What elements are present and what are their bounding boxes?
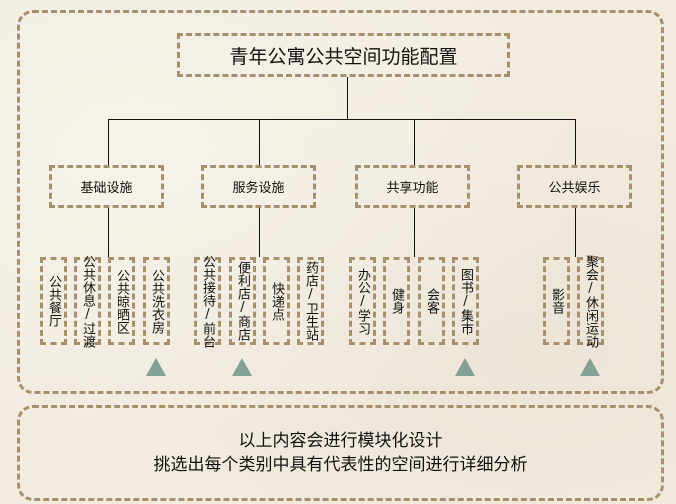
connector-leaf-1 bbox=[108, 207, 109, 257]
category-node-basic: 基础设施 bbox=[49, 165, 164, 208]
leaf-label: 公共餐厅 bbox=[46, 275, 61, 327]
leaf-node: 公共接待/前台 bbox=[194, 254, 221, 348]
category-label: 公共娱乐 bbox=[548, 181, 601, 196]
leaf-node: 快递点 bbox=[263, 257, 290, 345]
leaf-node: 药店/卫生站 bbox=[297, 257, 324, 345]
leaf-label: 健身 bbox=[389, 288, 404, 314]
category-label: 共享功能 bbox=[386, 181, 439, 196]
leaf-label: 快递点 bbox=[269, 281, 284, 321]
leaf-label: 公共休息/过渡 bbox=[80, 254, 95, 348]
leaf-label: 公共洗衣房 bbox=[149, 268, 164, 334]
leaf-label: 便利店/商店 bbox=[235, 261, 250, 341]
diagram-frame bbox=[17, 10, 664, 394]
leaf-node: 公共洗衣房 bbox=[143, 257, 170, 345]
leaf-node: 会客 bbox=[418, 257, 445, 345]
leaf-label: 公共晾晒区 bbox=[114, 268, 129, 334]
leaf-node: 影音 bbox=[543, 257, 570, 345]
leaf-node: 公共餐厅 bbox=[40, 257, 67, 345]
note-line-2: 挑选出每个类别中具有代表性的空间进行详细分析 bbox=[153, 455, 528, 475]
connector-leaf-2 bbox=[259, 207, 260, 257]
category-label: 基础设施 bbox=[80, 181, 133, 196]
connector-cat-3 bbox=[414, 119, 415, 166]
leaf-label: 药店/卫生站 bbox=[303, 261, 318, 341]
leaf-node: 图书/集市 bbox=[452, 257, 479, 345]
category-node-entertainment: 公共娱乐 bbox=[517, 165, 632, 208]
leaf-label: 公共接待/前台 bbox=[200, 254, 215, 348]
leaf-label: 会客 bbox=[424, 288, 439, 314]
note: 以上内容会进行模块化设计 挑选出每个类别中具有代表性的空间进行详细分析 bbox=[17, 405, 664, 501]
leaf-node: 办公/学习 bbox=[349, 257, 376, 345]
leaf-label: 影音 bbox=[549, 288, 564, 314]
leaf-node: 公共休息/过渡 bbox=[74, 254, 101, 348]
connector-root-down bbox=[347, 77, 348, 119]
triangle-marker-icon bbox=[232, 358, 252, 376]
connector-leaf-3 bbox=[414, 207, 415, 257]
category-label: 服务设施 bbox=[232, 181, 285, 196]
triangle-marker-icon bbox=[580, 358, 600, 376]
connector-cat-1 bbox=[108, 119, 109, 166]
note-frame bbox=[17, 405, 664, 501]
triangle-marker-icon bbox=[455, 358, 475, 376]
connector-cat-4 bbox=[575, 119, 576, 166]
leaf-label: 图书/集市 bbox=[458, 267, 473, 335]
triangle-marker-icon bbox=[146, 358, 166, 376]
root-title: 青年公寓公共空间功能配置 bbox=[229, 45, 458, 68]
note-line-1: 以上内容会进行模块化设计 bbox=[238, 431, 443, 451]
category-node-shared: 共享功能 bbox=[355, 165, 470, 208]
leaf-node: 健身 bbox=[383, 257, 410, 345]
root-node: 青年公寓公共空间功能配置 bbox=[177, 33, 510, 77]
category-node-service: 服务设施 bbox=[201, 165, 316, 208]
leaf-node: 便利店/商店 bbox=[229, 257, 256, 345]
leaf-label: 办公/学习 bbox=[355, 267, 370, 335]
connector-leaf-4 bbox=[575, 207, 576, 257]
leaf-label: 聚会/休闲运动 bbox=[583, 254, 598, 348]
connector-horizontal bbox=[108, 119, 576, 120]
leaf-node: 公共晾晒区 bbox=[108, 257, 135, 345]
leaf-node: 聚会/休闲运动 bbox=[577, 254, 604, 348]
connector-cat-2 bbox=[259, 119, 260, 166]
